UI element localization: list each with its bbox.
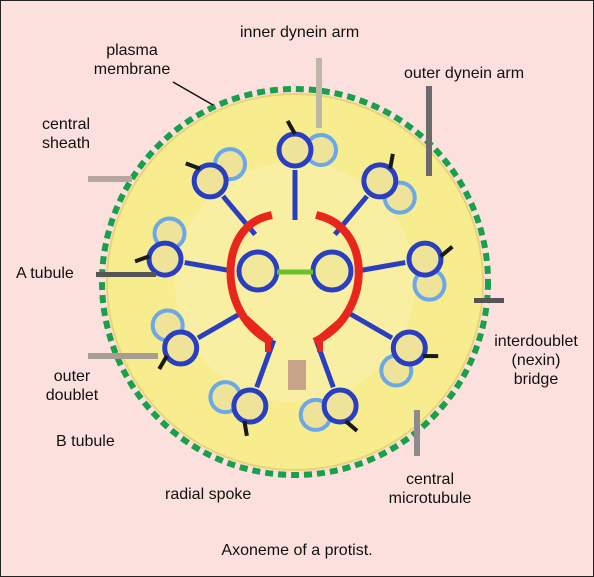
dynein-arm — [244, 421, 247, 436]
dynein-arm — [390, 154, 393, 169]
a-tubule — [324, 390, 356, 422]
pointer-outer-doublet — [88, 353, 158, 359]
a-tubule — [165, 332, 197, 364]
label-outer-doublet-line1: outer — [30, 367, 114, 386]
label-central-microtubule-line2: microtubule — [370, 489, 490, 508]
label-radial-spoke: radial spoke — [165, 485, 251, 504]
central-microtubule-left — [239, 252, 277, 290]
label-a-tubule: A tubule — [16, 264, 74, 283]
pointer-plasma-membrane — [173, 82, 213, 105]
a-tubule — [149, 243, 181, 275]
label-b-tubule: B tubule — [56, 432, 115, 451]
label-plasma-membrane-line2: membrane — [76, 60, 188, 79]
label-central-sheath: central sheath — [42, 115, 90, 153]
pointer-outer-dynein-arm — [426, 86, 432, 176]
label-central-sheath-line1: central — [42, 115, 90, 134]
pointer-a-tubule — [96, 272, 156, 277]
pointer-central-sheath — [88, 176, 132, 182]
central-microtubule-right — [313, 252, 351, 290]
label-interdoublet-line1: interdoublet — [484, 332, 588, 351]
label-inner-dynein-arm: inner dynein arm — [240, 23, 359, 42]
figure-caption: Axoneme of a protist. — [0, 542, 594, 560]
label-interdoublet-line2: (nexin) — [484, 351, 588, 370]
label-central-microtubule: central microtubule — [370, 470, 490, 508]
a-tubule — [364, 165, 396, 197]
a-tubule — [279, 134, 311, 166]
label-interdoublet-bridge: interdoublet (nexin) bridge — [484, 332, 588, 389]
pointer-radial-spoke — [288, 360, 306, 390]
label-outer-doublet-line2: doublet — [30, 386, 114, 405]
label-outer-dynein-arm: outer dynein arm — [404, 64, 524, 83]
pointer-interdoublet — [474, 298, 504, 303]
a-tubule — [393, 332, 425, 364]
label-outer-doublet: outer doublet — [30, 367, 114, 405]
label-interdoublet-line3: bridge — [484, 370, 588, 389]
a-tubule — [234, 390, 266, 422]
label-central-sheath-line2: sheath — [42, 134, 90, 153]
pointer-inner-dynein-arm — [316, 58, 322, 128]
pointer-central-microtubule — [414, 410, 420, 456]
label-plasma-membrane: plasma membrane — [76, 41, 188, 79]
label-central-microtubule-line1: central — [370, 470, 490, 489]
a-tubule — [409, 243, 441, 275]
label-plasma-membrane-line1: plasma — [76, 41, 188, 60]
